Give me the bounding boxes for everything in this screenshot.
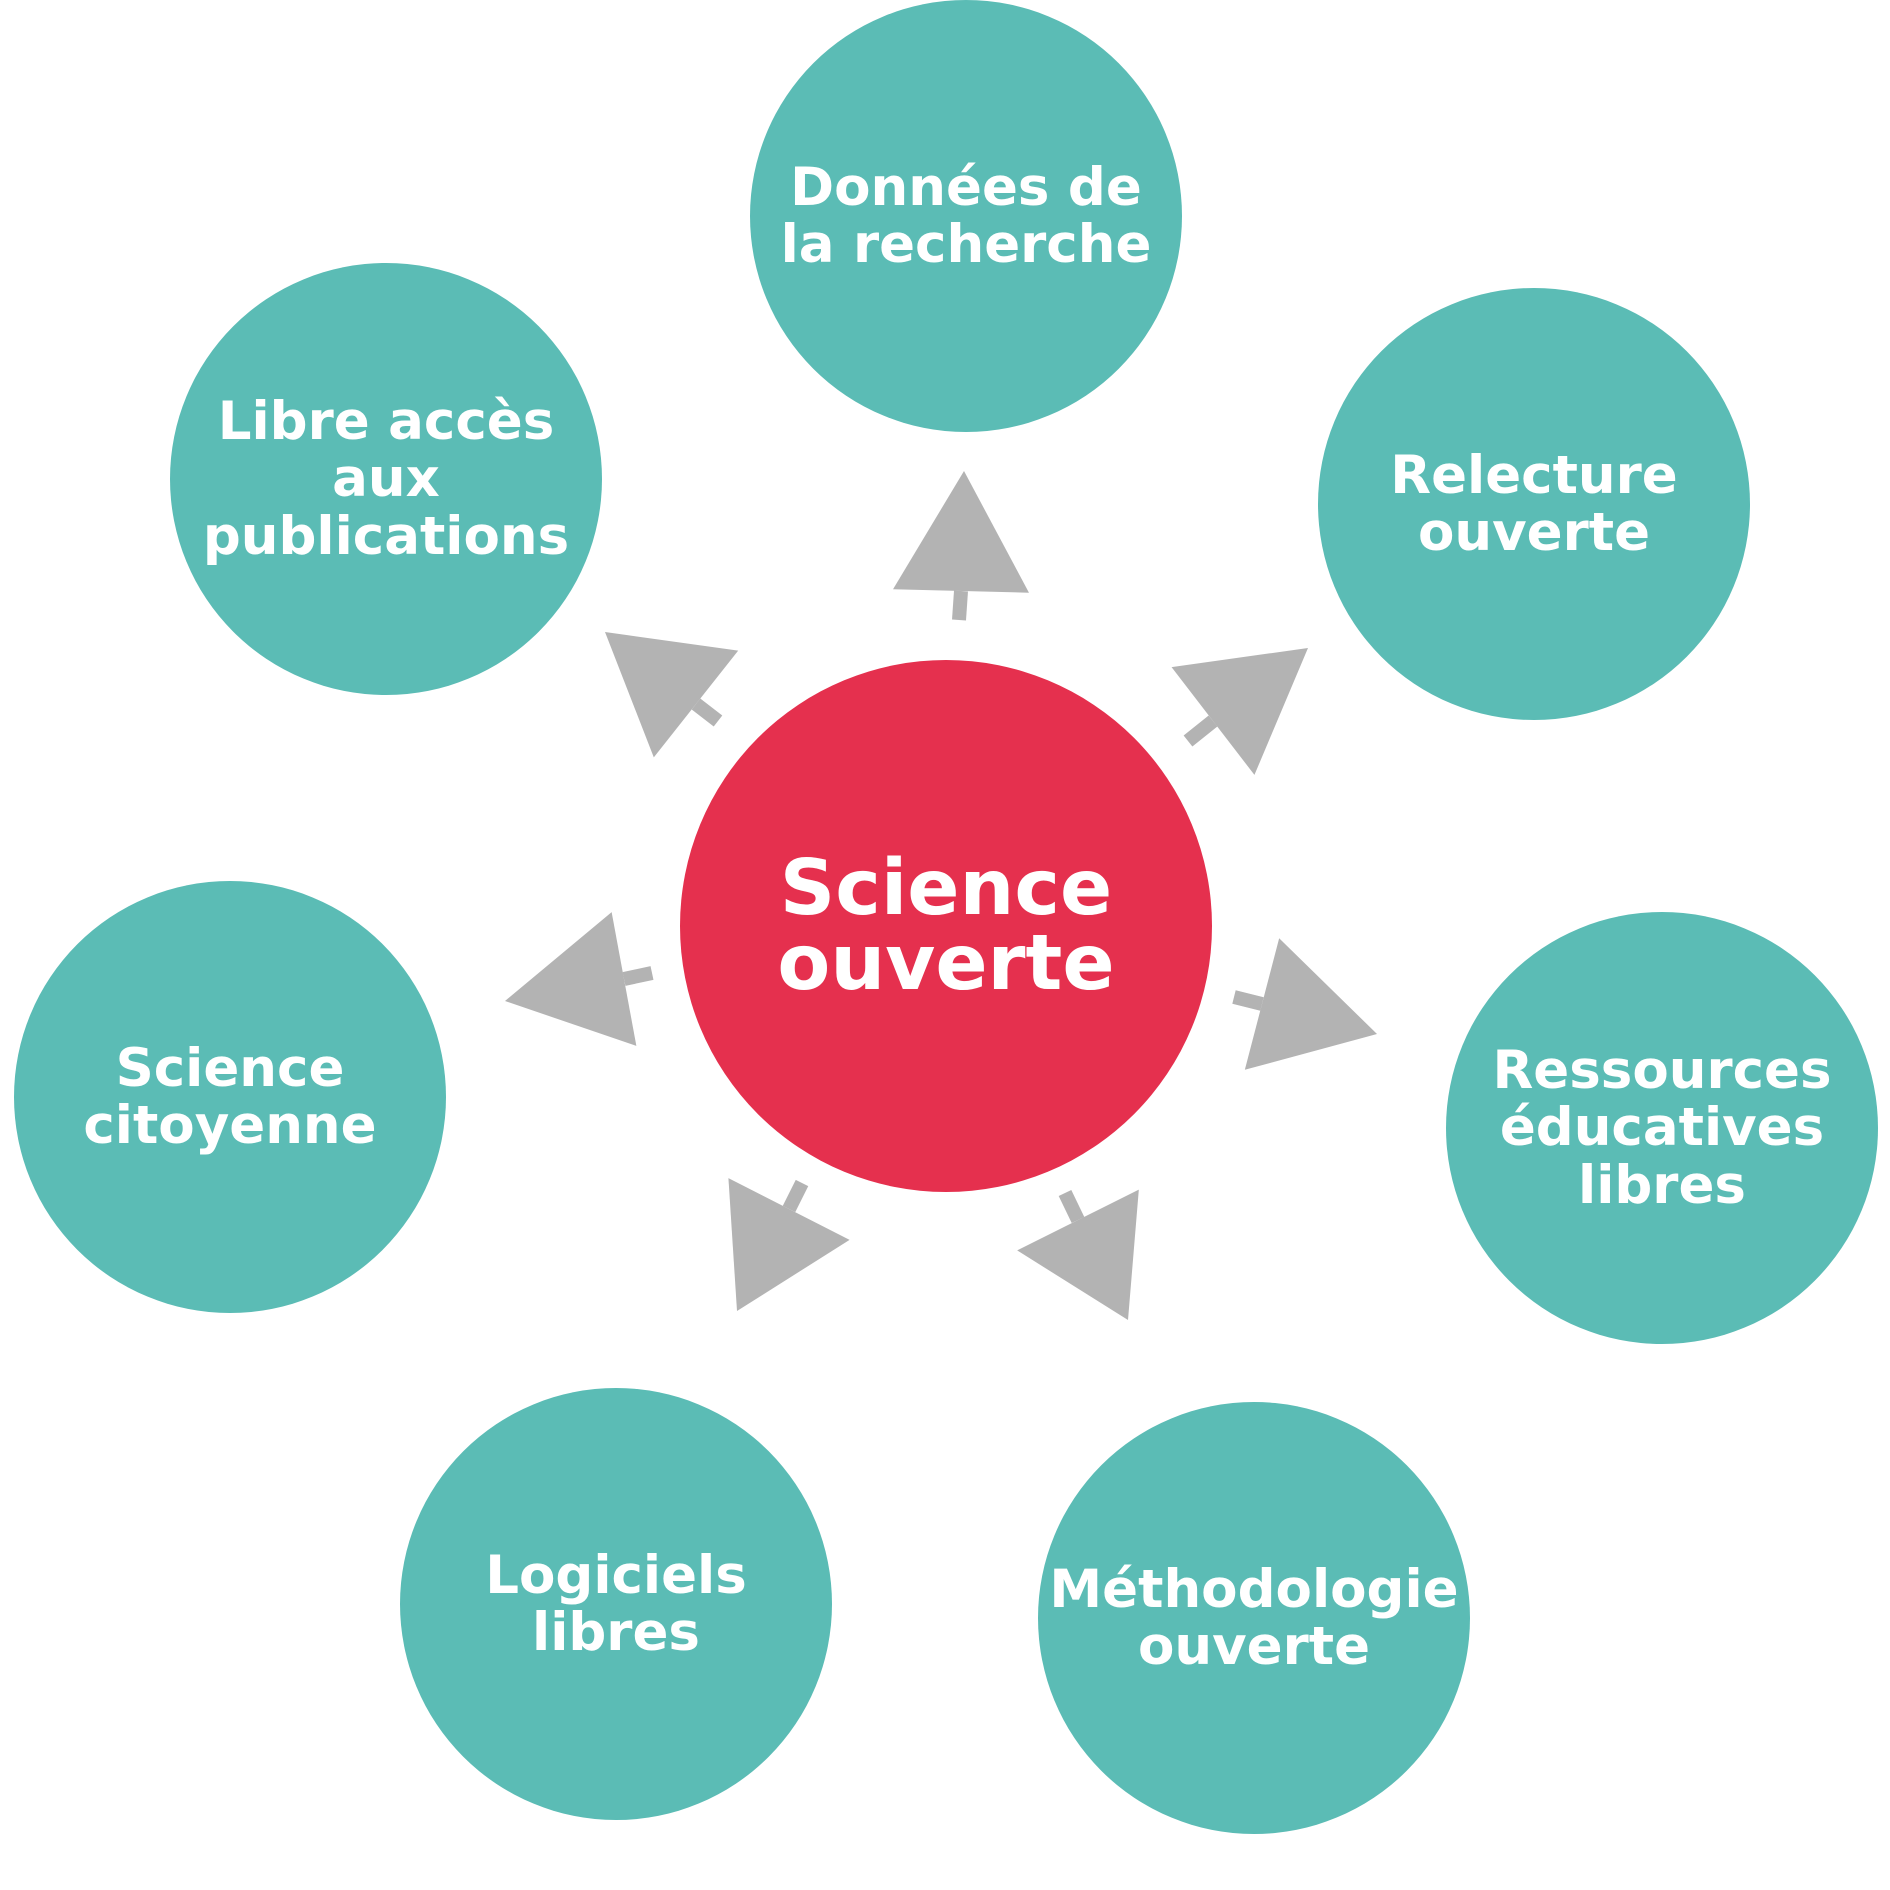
center-node-label: Science ouverte [777,843,1115,1008]
arrow-to-logiciels-head [728,1178,850,1311]
node-ressources-label: Ressources éducatives libres [1492,1040,1832,1216]
node-donnees-label: Données de la recherche [780,156,1152,275]
arrow-to-ressources [1232,938,1377,1070]
node-science-citoyenne: Science citoyenne [14,881,446,1313]
arrow-to-citoyenne-shaft [622,966,654,986]
arrow-to-logiciels-shaft [782,1179,809,1213]
arrow-to-libre-acces-head [605,632,739,758]
node-libre-acces-aux-publications: Libre accès aux publications [170,263,602,695]
node-logiciels-label: Logiciels libres [485,1544,747,1663]
arrow-to-logiciels [728,1178,850,1311]
arrow-to-ressources-shaft [1232,990,1264,1011]
arrow-to-citoyenne [505,912,654,1046]
arrow-to-methodologie-head [1017,1189,1139,1320]
node-logiciels-libres: Logiciels libres [400,1388,832,1820]
center-node-science-ouverte: Science ouverte [680,660,1212,1192]
arrow-to-relecture-shaft [1183,715,1218,747]
arrow-to-methodologie [1017,1189,1139,1320]
node-methodologie-label: Méthodologie ouverte [1049,1558,1459,1677]
arrow-to-citoyenne-head [505,912,637,1046]
node-methodologie-ouverte: Méthodologie ouverte [1038,1402,1470,1834]
arrow-to-relecture [1171,648,1308,775]
arrow-to-methodologie-shaft [1058,1189,1085,1224]
node-libre-acces-label: Libre accès aux publications [202,391,570,567]
node-ressources-educatives-libres: Ressources éducatives libres [1446,912,1878,1344]
arrow-to-donnees [893,471,1029,621]
arrow-to-donnees-shaft [952,590,968,621]
arrow-to-ressources-head [1244,938,1377,1070]
node-relecture-ouverte: Relecture ouverte [1318,288,1750,720]
node-citoyenne-label: Science citoyenne [83,1037,377,1156]
node-donnees-de-la-recherche: Données de la recherche [750,0,1182,432]
arrow-to-libre-acces-shaft [691,698,723,727]
node-relecture-label: Relecture ouverte [1390,444,1678,563]
arrow-to-libre-acces [605,632,739,758]
arrow-to-donnees-head [893,471,1029,593]
arrow-to-relecture-head [1171,648,1308,775]
